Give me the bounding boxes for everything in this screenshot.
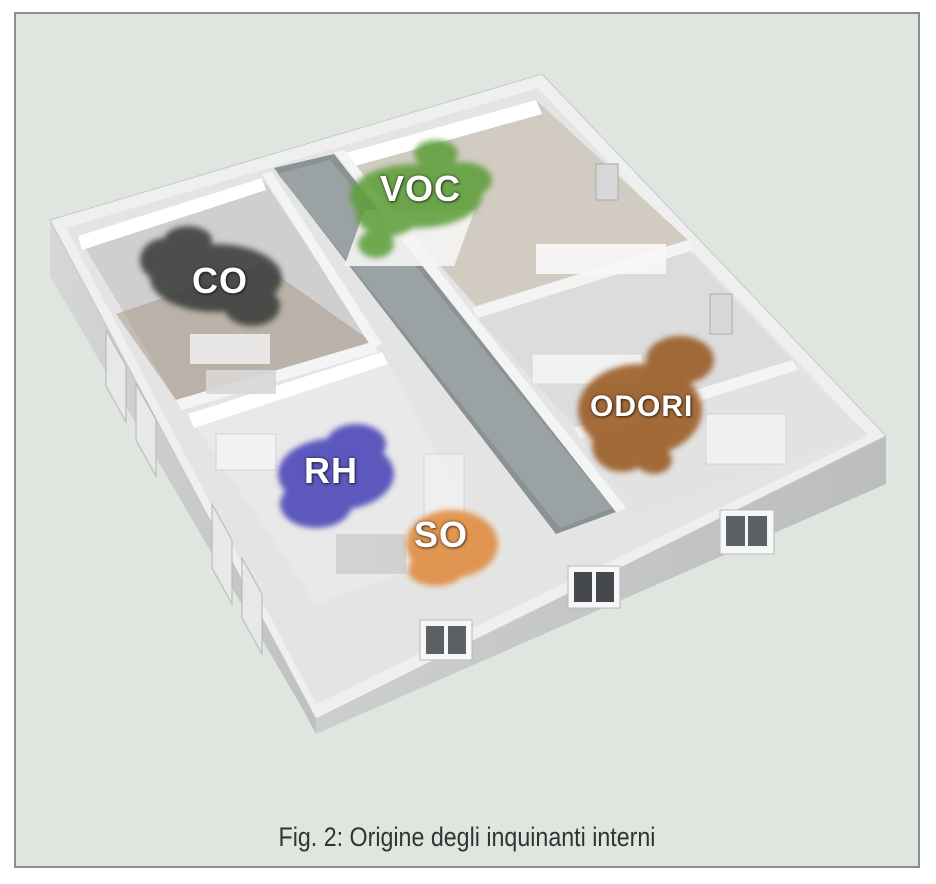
voc-label: VOC <box>380 168 462 209</box>
co-cloud <box>140 226 282 326</box>
windows <box>105 163 775 661</box>
rh-label: RH <box>304 450 358 491</box>
odori-cloud <box>578 336 714 474</box>
house-floorplan-illustration <box>49 73 887 734</box>
odori-label: ODORI <box>590 390 694 423</box>
figure-caption: Fig. 2: Origine degli inquinanti interni <box>278 822 656 852</box>
rh-cloud <box>278 424 394 528</box>
so-cloud <box>406 510 498 586</box>
figure-frame: VOC CO RH SO ODORI Fig. 2: Origine degli… <box>14 12 920 868</box>
so-label: SO <box>414 514 469 555</box>
co-label: CO <box>192 260 248 301</box>
voc-cloud <box>350 140 492 258</box>
pollutant-clouds <box>140 140 714 586</box>
window <box>105 328 127 424</box>
window <box>211 502 233 606</box>
